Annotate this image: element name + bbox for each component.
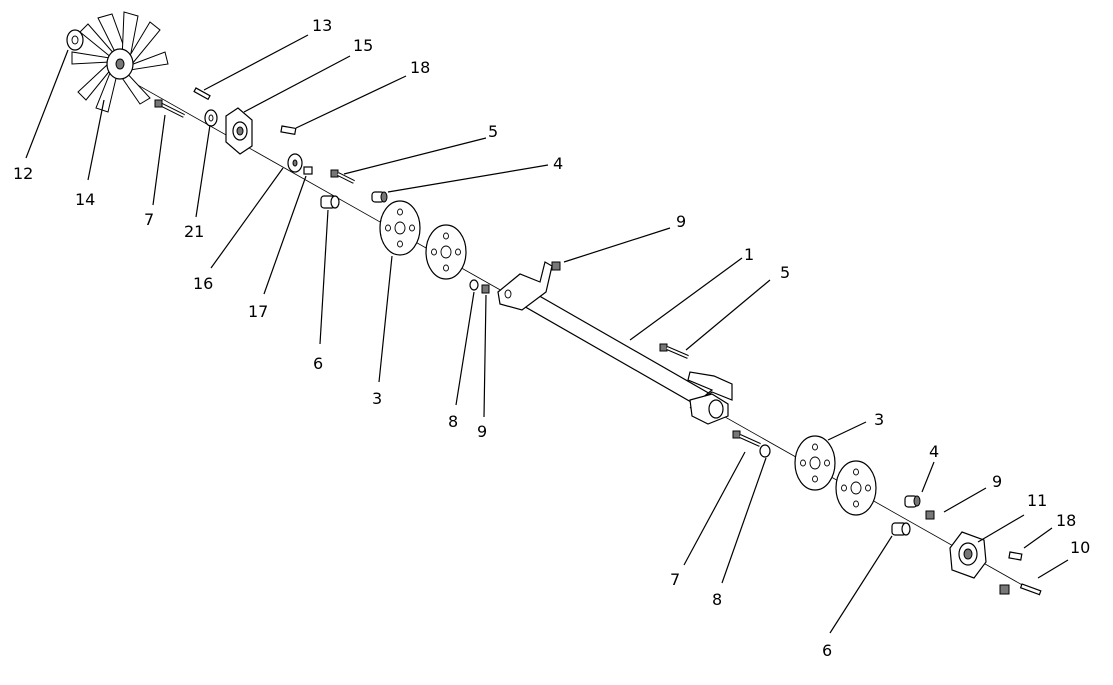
drive-shaft-1	[497, 261, 733, 425]
spacer-6-lower	[891, 522, 911, 536]
callout-6: 6	[822, 641, 832, 660]
key-10	[1019, 583, 1042, 596]
callout-5: 5	[488, 122, 498, 141]
spacer-6-upper	[320, 195, 340, 209]
pin-13	[193, 87, 211, 101]
callout-3: 3	[372, 389, 382, 408]
callout-1: 1	[744, 245, 754, 264]
callout-labels: 1 3 3 4 4 5 5 6 6 7 7 8 8 9 9 9 10 11 12…	[13, 16, 1090, 660]
nut-9-middle	[481, 284, 490, 294]
callout-13: 13	[312, 16, 332, 35]
bolt-5-lower	[659, 343, 689, 359]
nut-end	[999, 584, 1010, 595]
washer-21	[204, 109, 218, 127]
callout-16: 16	[193, 274, 213, 293]
callout-18: 18	[1056, 511, 1076, 530]
washer-8-lower	[759, 444, 771, 458]
callout-4: 4	[929, 442, 939, 461]
grease-fitting-18-upper	[280, 125, 297, 136]
callout-12: 12	[13, 164, 33, 183]
callout-8: 8	[448, 412, 458, 431]
bolt-7-upper	[154, 99, 185, 118]
washer-12	[66, 29, 84, 51]
washer-8-upper	[469, 279, 479, 291]
callout-9: 9	[477, 422, 487, 441]
leader-lines	[25, 34, 1069, 634]
spacer-4-upper	[371, 191, 388, 203]
callout-3: 3	[874, 410, 884, 429]
callout-5: 5	[780, 263, 790, 282]
bearing-flange-15	[225, 107, 253, 155]
callout-9: 9	[676, 212, 686, 231]
callout-9: 9	[992, 472, 1002, 491]
callout-15: 15	[353, 36, 373, 55]
bolt-7-lower	[732, 430, 761, 447]
callout-11: 11	[1027, 491, 1047, 510]
callout-6: 6	[313, 354, 323, 373]
callout-18: 18	[410, 58, 430, 77]
fan-blade-assembly	[71, 11, 169, 113]
nut-17	[303, 166, 313, 175]
callout-7: 7	[670, 570, 680, 589]
spacer-4-lower	[904, 495, 921, 508]
coupling-disc-3-upper	[379, 200, 467, 280]
bearing-flange-11	[949, 531, 987, 579]
callout-4: 4	[553, 154, 563, 173]
grease-fitting-18-lower	[1008, 551, 1023, 561]
coupling-disc-3-lower	[794, 435, 877, 516]
bolt-5-upper	[330, 169, 355, 184]
nut-9-lower	[925, 510, 935, 520]
callout-10: 10	[1070, 538, 1090, 557]
callout-17: 17	[248, 302, 268, 321]
washer-16	[287, 153, 303, 173]
callout-8: 8	[712, 590, 722, 609]
callout-14: 14	[75, 190, 95, 209]
callout-7: 7	[144, 210, 154, 229]
nut-9-top	[551, 261, 561, 271]
callout-21: 21	[184, 222, 204, 241]
